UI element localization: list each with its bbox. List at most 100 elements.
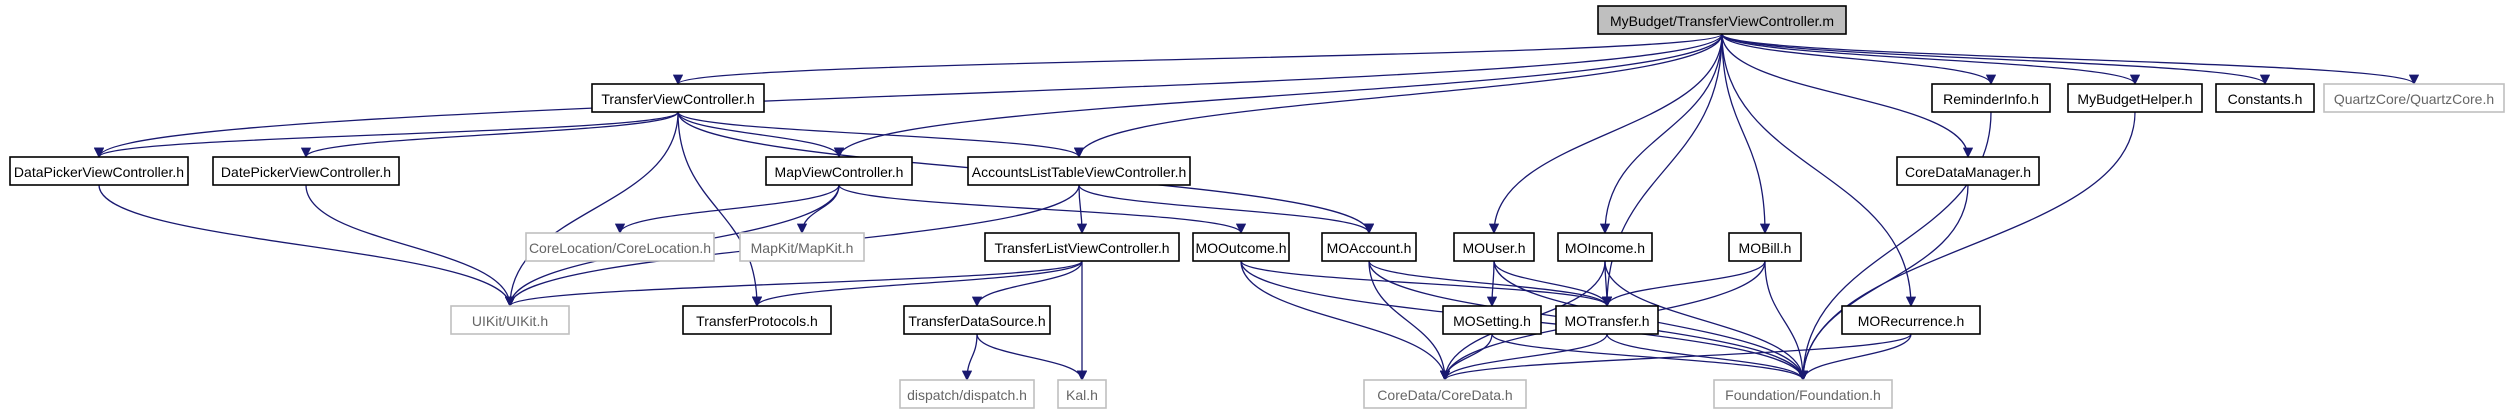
node-moset[interactable]: MOSetting.h [1442, 305, 1542, 335]
node-dispatch: dispatch/dispatch.h [899, 379, 1035, 409]
node-label: Constants.h [2228, 91, 2303, 107]
edge-moout-to-coredata [1240, 260, 1451, 382]
node-box [591, 83, 765, 113]
edge-motrans-to-coredata [1439, 333, 1608, 382]
edge-root-to-mouser [1488, 33, 1723, 235]
node-box [450, 305, 570, 335]
node-dpvc1[interactable]: DataPickerViewController.h [9, 156, 189, 186]
node-label: MOOutcome.h [1195, 240, 1286, 256]
edge-arrow [677, 111, 1085, 159]
node-tproto[interactable]: TransferProtocols.h [682, 305, 832, 335]
node-moacc[interactable]: MOAccount.h [1321, 232, 1417, 262]
edge-tlvc-to-tds [971, 260, 1083, 308]
node-box [1555, 305, 1659, 335]
node-box [1192, 232, 1290, 262]
edge-moset-to-foundation [1491, 333, 1809, 382]
node-box [903, 305, 1051, 335]
edge-moset-to-coredata [1439, 333, 1493, 382]
node-mapvc[interactable]: MapViewController.h [765, 156, 913, 186]
node-label: Kal.h [1066, 387, 1098, 403]
edge-root-to-helper [1721, 33, 2141, 86]
node-root[interactable]: MyBudget/TransferViewController.m [1597, 5, 1847, 35]
node-box [1597, 5, 1847, 35]
node-quartz: QuartzCore/QuartzCore.h [2323, 83, 2505, 113]
node-box [1728, 232, 1802, 262]
edge-root-to-morec [1721, 33, 1917, 308]
edge-tds-to-dispatch [961, 333, 978, 382]
edge-arrow [1240, 260, 1613, 308]
edge-mapvc-to-mapkit [796, 184, 840, 235]
edge-arrow [1721, 33, 1771, 235]
node-mobill[interactable]: MOBill.h [1728, 232, 1802, 262]
edge-root-to-constants [1721, 33, 2270, 86]
edge-arrow [1599, 33, 1723, 235]
node-label: QuartzCore/QuartzCore.h [2334, 91, 2494, 107]
node-box [212, 156, 400, 186]
node-label: MapKit/MapKit.h [751, 240, 854, 256]
node-tlvc[interactable]: TransferListViewController.h [984, 232, 1180, 262]
node-tds[interactable]: TransferDataSource.h [903, 305, 1051, 335]
edge-arrow [1721, 33, 1917, 308]
edge-tds-to-kal [976, 333, 1088, 382]
edge-arrow [1721, 33, 1974, 159]
node-accvc[interactable]: AccountsListTableViewController.h [967, 156, 1191, 186]
node-box [1557, 232, 1653, 262]
edge-arrow [1240, 260, 1451, 382]
node-helper[interactable]: MyBudgetHelper.h [2067, 83, 2203, 113]
node-moout[interactable]: MOOutcome.h [1192, 232, 1290, 262]
node-reminder[interactable]: ReminderInfo.h [1931, 83, 2051, 113]
node-box [2067, 83, 2203, 113]
edge-root-to-mapvc [833, 33, 1723, 159]
node-box [967, 156, 1191, 186]
edge-arrow [1368, 260, 1451, 382]
edge-arrow [1721, 33, 2419, 86]
node-box [1057, 379, 1107, 409]
node-constants[interactable]: Constants.h [2215, 83, 2315, 113]
edge-arrow [677, 111, 845, 159]
node-cdm[interactable]: CoreDataManager.h [1896, 156, 2040, 186]
edge-arrow [1491, 333, 1809, 382]
edge-arrow [1439, 333, 1608, 382]
node-motrans[interactable]: MOTransfer.h [1555, 305, 1659, 335]
node-moinc[interactable]: MOIncome.h [1557, 232, 1653, 262]
edge-arrow [1601, 33, 1723, 308]
edge-arrow [1073, 33, 1723, 159]
edge-tvch-to-dpvc2 [300, 111, 679, 159]
edge-arrow [1601, 260, 1766, 308]
edge-dpvc2-to-uikit [305, 184, 516, 308]
node-tvch[interactable]: TransferViewController.h [591, 83, 765, 113]
edge-arrow [1721, 33, 1997, 86]
edge-arrow [300, 111, 679, 159]
edge-arrow [1721, 33, 2270, 86]
edge-arrow [673, 33, 1723, 86]
edge-mobill-to-motrans [1601, 260, 1766, 308]
edge-arrow [1606, 333, 1809, 382]
node-label: MOIncome.h [1565, 240, 1645, 256]
edge-arrow [1797, 111, 2136, 382]
node-box [1442, 305, 1542, 335]
node-coreloc: CoreLocation/CoreLocation.h [525, 232, 715, 262]
edge-tvch-to-uikit [504, 111, 679, 308]
node-box [984, 232, 1180, 262]
edge-arrow [98, 184, 516, 308]
node-box [765, 156, 913, 186]
node-uikit: UIKit/UIKit.h [450, 305, 570, 335]
node-mouser[interactable]: MOUser.h [1453, 232, 1535, 262]
edge-motrans-to-foundation [1606, 333, 1809, 382]
edge-moacc-to-coredata [1368, 260, 1451, 382]
edge-arrow [1078, 184, 1375, 235]
edge-tlvc-to-tproto [751, 260, 1083, 308]
edge-arrow [796, 184, 840, 235]
node-dpvc2[interactable]: DatePickerViewController.h [212, 156, 400, 186]
edge-root-to-reminder [1721, 33, 1997, 86]
node-morec[interactable]: MORecurrence.h [1841, 305, 1981, 335]
edge-dpvc1-to-uikit [98, 184, 516, 308]
edge-arrow [1486, 260, 1498, 308]
edge-arrow [1368, 260, 1613, 308]
edge-arrow [505, 260, 1083, 308]
edge-arrow [961, 333, 978, 382]
node-label: CoreData/CoreData.h [1377, 387, 1512, 403]
node-label: MOSetting.h [1453, 313, 1531, 329]
edge-root-to-quartz [1721, 33, 2419, 86]
